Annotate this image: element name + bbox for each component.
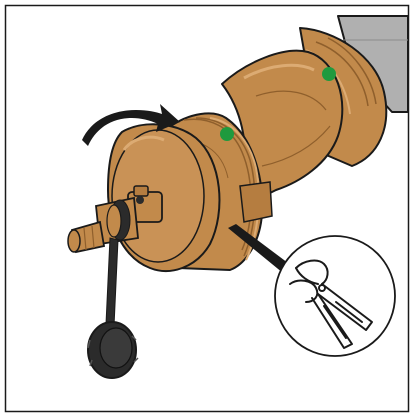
rubber-cap-with-strap [87, 237, 139, 379]
front-cap [107, 123, 221, 272]
green-marker-rear [322, 67, 336, 81]
green-marker-front [220, 127, 234, 141]
curved-arrow-icon [82, 104, 180, 146]
pliers-icon [289, 259, 373, 349]
hose-nozzle [67, 196, 139, 254]
pliers-callout [274, 235, 396, 357]
